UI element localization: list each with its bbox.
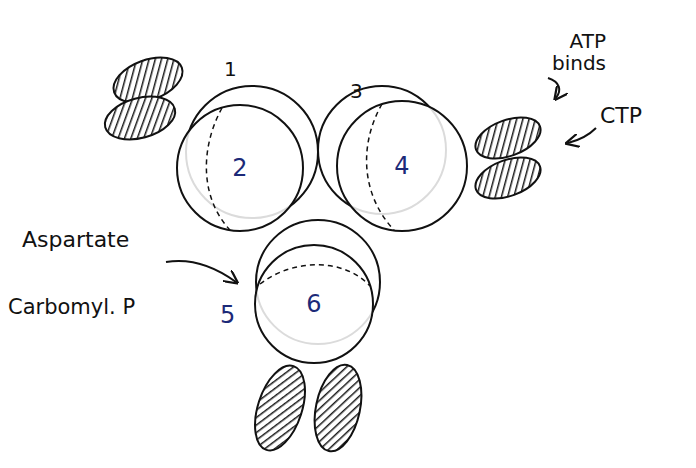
- annotation-label: 5: [220, 302, 235, 328]
- annotation-label: CTP: [600, 104, 642, 128]
- annotation-label: Carbomyl. P: [8, 296, 135, 319]
- subunit-circle: 6: [254, 244, 374, 364]
- subunit-circle: 4: [336, 100, 468, 232]
- subunit-circle-outline: [177, 105, 303, 231]
- hidden-edge: [367, 104, 394, 230]
- annotation-label: 3: [350, 80, 363, 102]
- subunit-circle-outline: [255, 245, 373, 363]
- subunit-circle-outline: [337, 101, 467, 231]
- subunit-circle: 2: [176, 104, 304, 232]
- hidden-edge: [260, 265, 370, 286]
- annotation-label: 1: [224, 58, 237, 80]
- hidden-edge: [206, 108, 230, 230]
- subunit-number: 4: [394, 152, 409, 180]
- annotation-label: Aspartate: [22, 228, 129, 252]
- annotation-label: ATP binds: [510, 30, 606, 74]
- subunit-number: 2: [232, 154, 247, 182]
- subunit-number: 6: [306, 290, 321, 318]
